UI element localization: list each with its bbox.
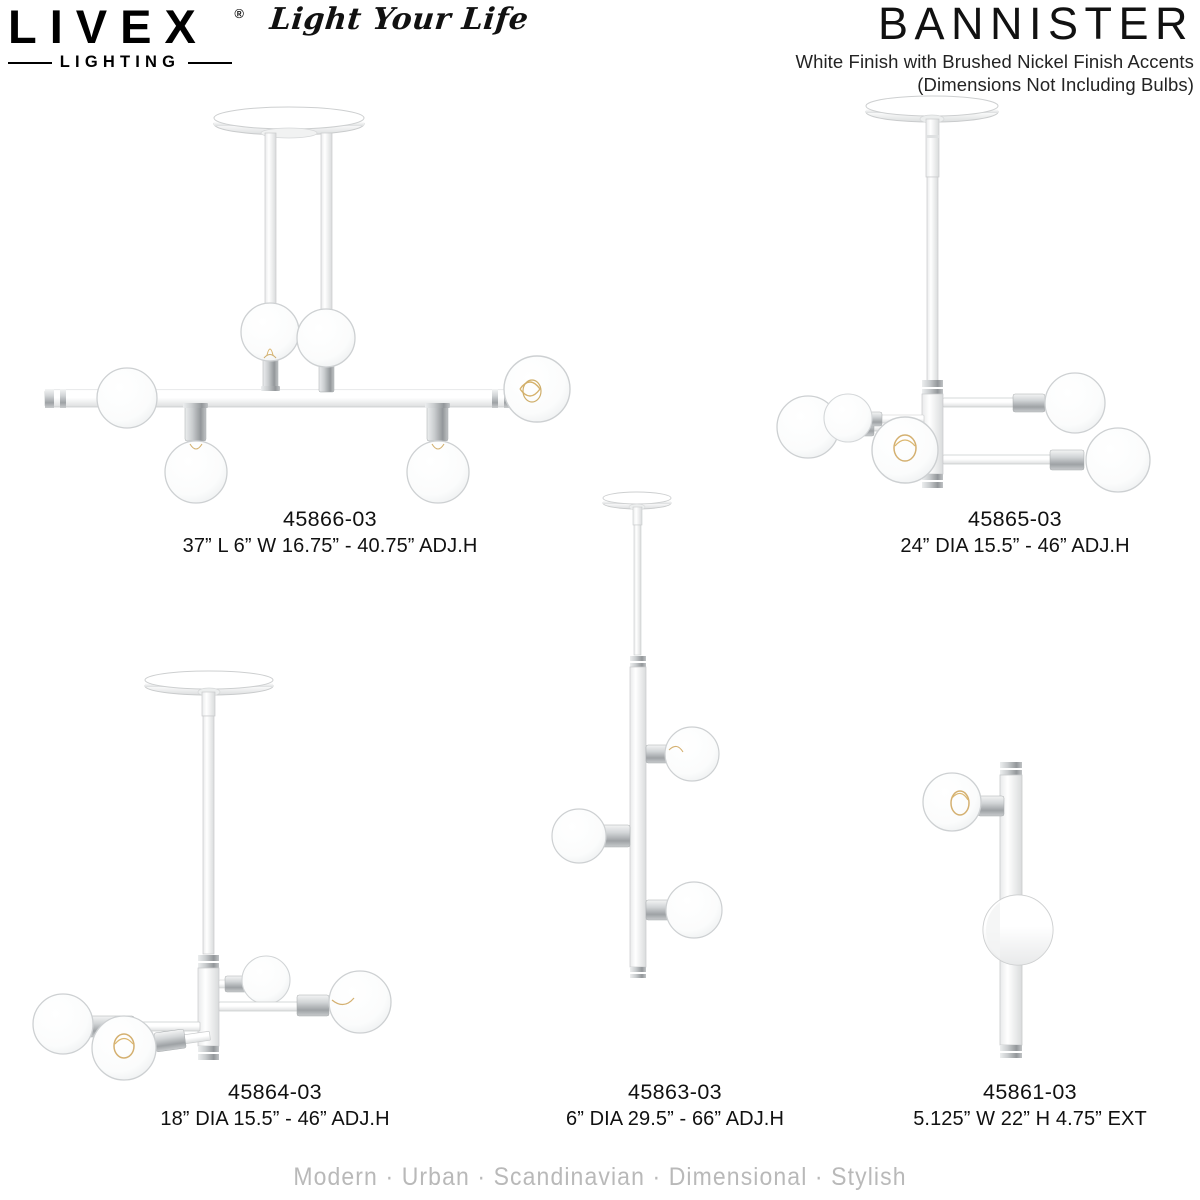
- product-image-45863-03: [551, 480, 770, 1080]
- product-caption-45866-03: 45866-03 37” L 6” W 16.75” - 40.75” ADJ.…: [160, 505, 500, 560]
- collection-finish: White Finish with Brushed Nickel Finish …: [795, 51, 1194, 72]
- collection-dimensions-note: (Dimensions Not Including Bulbs): [917, 74, 1194, 95]
- product-sku: 45861-03: [982, 1080, 1078, 1104]
- product-image-45866-03: [40, 100, 620, 504]
- logo-subtitle: LIGHTING: [59, 53, 181, 71]
- logo-subtitle-row: LIGHTING: [8, 53, 232, 72]
- collection-title: BANNISTER: [877, 0, 1194, 49]
- product-sku: 45866-03: [282, 507, 378, 531]
- product-caption-45865-03: 45865-03 24” DIA 15.5” - 46” ADJ.H: [840, 505, 1190, 560]
- product-dimensions: 6” DIA 29.5” - 66” ADJ.H: [565, 1108, 785, 1130]
- product-sku: 45863-03: [627, 1080, 723, 1104]
- collection-header: BANNISTER White Finish with Brushed Nick…: [554, 0, 1194, 96]
- footer-keywords: Modern · Urban · Scandinavian · Dimensio…: [293, 1163, 907, 1191]
- product-image-45865-03: [700, 90, 1180, 500]
- logo-rule-right: [188, 61, 232, 64]
- product-image-45861-03: [922, 740, 1110, 1080]
- product-caption-45861-03: 45861-03 5.125” W 22” H 4.75” EXT: [880, 1078, 1180, 1133]
- product-dimensions: 37” L 6” W 16.75” - 40.75” ADJ.H: [182, 535, 478, 557]
- registered-trademark-icon: ®: [234, 6, 244, 21]
- product-dimensions: 24” DIA 15.5” - 46” ADJ.H: [900, 535, 1130, 557]
- logo-wordmark: LIVEX: [8, 0, 209, 53]
- product-caption-45863-03: 45863-03 6” DIA 29.5” - 66” ADJ.H: [525, 1078, 825, 1133]
- brand-tagline: Light Your Life: [268, 2, 531, 37]
- product-caption-45864-03: 45864-03 18” DIA 15.5” - 46” ADJ.H: [125, 1078, 425, 1133]
- logo-rule-left: [8, 61, 52, 64]
- product-sku: 45865-03: [967, 507, 1063, 531]
- product-image-45864-03: [30, 650, 430, 1081]
- page-header: LIVEX ® LIGHTING Light Your Life BANNIST…: [0, 0, 1200, 95]
- product-sku: 45864-03: [227, 1080, 323, 1104]
- product-dimensions: 5.125” W 22” H 4.75” EXT: [913, 1108, 1147, 1130]
- product-dimensions: 18” DIA 15.5” - 46” ADJ.H: [160, 1108, 390, 1130]
- livex-logo: LIVEX ® LIGHTING: [8, 0, 244, 72]
